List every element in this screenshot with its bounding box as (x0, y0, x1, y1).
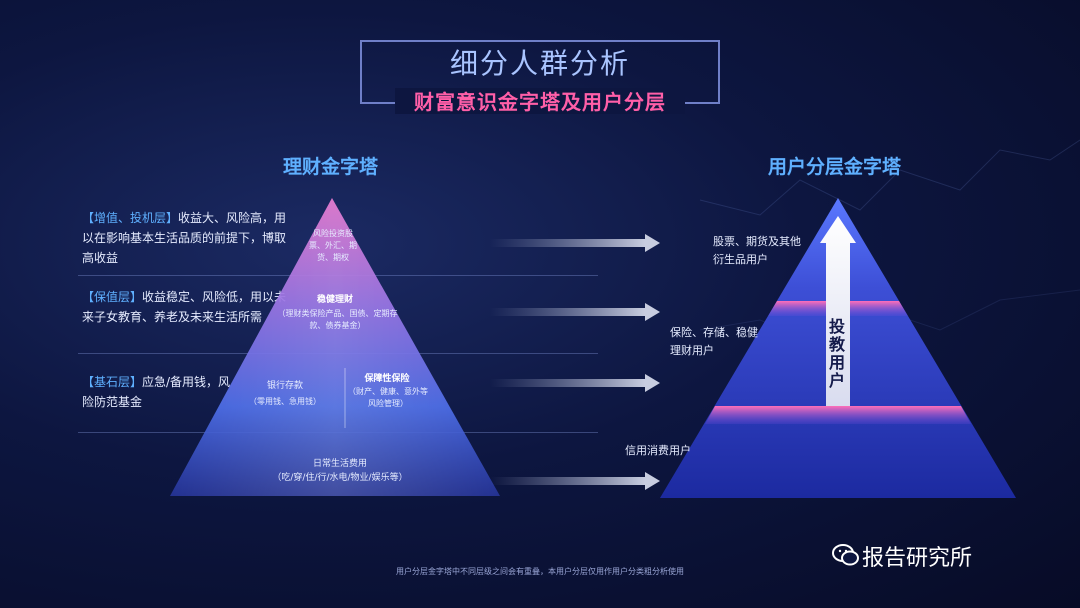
wechat-icon (832, 544, 859, 566)
footnote: 用户分层金字塔中不同层级之间会有重叠，本用户分层仅用作用户分类粗分析使用 (396, 567, 684, 576)
user-pyramid (660, 198, 1016, 498)
pyramid-mid-text: （理财类保险产品、国债、定期存款、债券基金） (277, 309, 398, 330)
pyramid-base-left-heading: 银行存款 (266, 381, 303, 391)
user-layer-label-bottom: 信用消费用户 (625, 444, 691, 457)
pyramid-mid-heading: 稳健理财 (316, 295, 353, 305)
pyramid-base-left-text: （零用钱、急用钱） (249, 397, 321, 406)
page-title: 细分人群分析 (449, 47, 630, 80)
investor-education-label: 投教用户 (828, 317, 845, 390)
wealth-pyramid (170, 198, 500, 496)
pyramid-bottom-text: （吃/穿/住/行/水电/物业/娱乐等） (272, 473, 408, 483)
tier-text: 收益稳定、风险低，用以未来子女教育、养老及未来生活所需 (82, 290, 287, 324)
user-layer-label-middle: 保险、存储、稳健理财用户 (670, 326, 758, 357)
right-section-title: 用户分层金字塔 (768, 156, 902, 178)
tier-tag: 【基石层】 (82, 375, 143, 389)
tier-description-base: 【基石层】应急/备用钱，风险防范基金 (82, 372, 232, 412)
tier-tag: 【增值、投机层】 (82, 211, 179, 225)
tier-description-middle: 【保值层】收益稳定、风险低，用以未来子女教育、养老及未来生活所需 (82, 287, 292, 327)
pyramid-top-text: 风险投资股票、外汇、期货、期权 (309, 229, 357, 262)
flow-arrow-4 (490, 472, 660, 490)
tier-description-top: 【增值、投机层】收益大、风险高，用以在影响基本生活品质的前提下，博取高收益 (82, 208, 292, 268)
left-section-title: 理财金字塔 (283, 156, 379, 178)
tier-text: 收益大、风险高，用以在影响基本生活品质的前提下，博取高收益 (82, 211, 287, 265)
user-layer-label-top: 股票、期货及其他衍生品用户 (713, 235, 801, 266)
pyramid-base-right-text: （财产、健康、意外等风险管理） (348, 387, 428, 408)
subtitle-backdrop (395, 88, 685, 114)
pyramid-base-right-heading: 保障性保险 (364, 374, 410, 384)
flow-arrow-3 (490, 374, 660, 392)
tier-tag: 【保值层】 (82, 290, 143, 304)
pyramid-bottom-heading: 日常生活费用 (312, 459, 367, 469)
flow-arrow-1 (490, 234, 660, 252)
page-subtitle: 财富意识金字塔及用户分层 (414, 90, 666, 114)
flow-arrow-2 (490, 303, 660, 321)
tier-text: 应急/备用钱，风险防范基金 (82, 375, 231, 409)
brand-name: 报告研究所 (862, 546, 973, 571)
